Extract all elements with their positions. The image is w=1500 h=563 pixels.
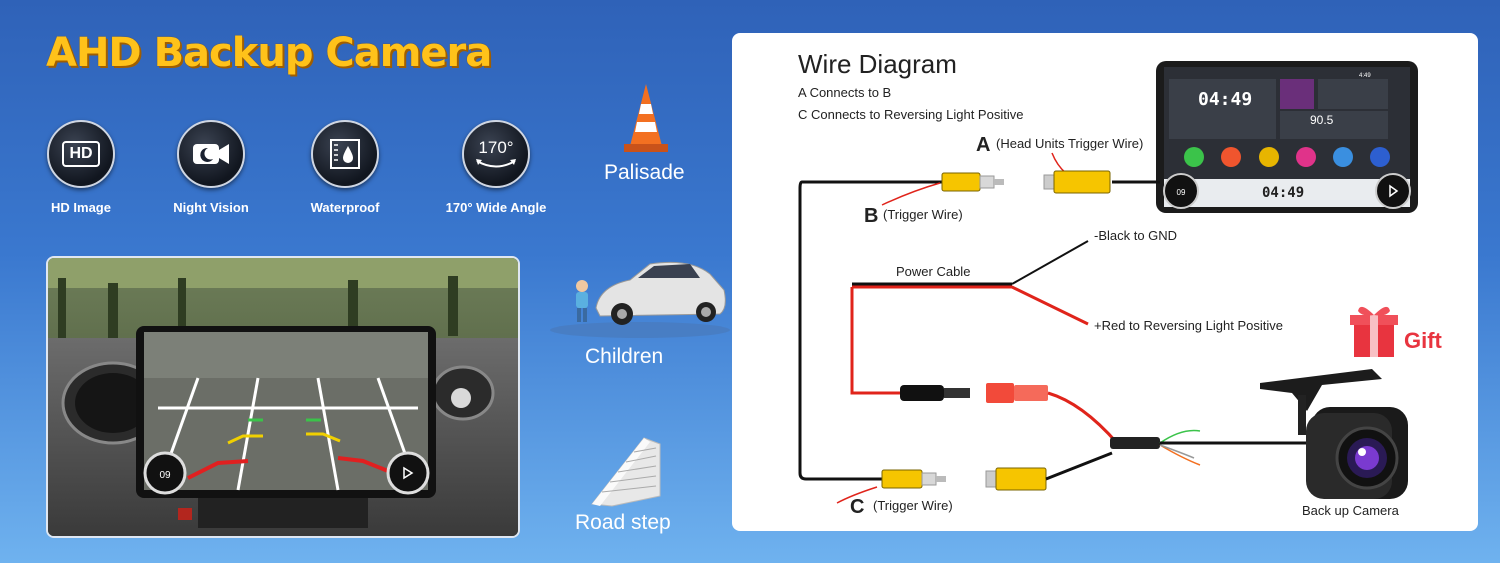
label-c-text: (Trigger Wire) xyxy=(873,498,953,513)
label-a-letter: A xyxy=(976,134,990,156)
gift-label: Gift xyxy=(1404,328,1443,353)
night-camera-icon xyxy=(177,120,245,188)
label-a-text: (Head Units Trigger Wire) xyxy=(996,136,1143,151)
feature-label: Waterproof xyxy=(310,200,380,215)
scenario-label: Palisade xyxy=(604,161,685,184)
feature-night-vision: Night Vision xyxy=(156,120,266,215)
dc-plug xyxy=(900,385,970,401)
diagram-title: Wire Diagram xyxy=(798,49,957,79)
feature-label: Night Vision xyxy=(173,200,249,215)
waterproof-icon xyxy=(311,120,379,188)
dock-time: 04:49 xyxy=(1262,185,1304,201)
label-b-letter: B xyxy=(864,205,878,227)
head-unit-time: 04:49 xyxy=(1198,89,1252,110)
head-unit-icon: 04:49 90.5 4:49 04:49 09 xyxy=(1156,61,1418,213)
hd-icon: HD xyxy=(47,120,115,188)
wire-diagram-panel: Wire Diagram A Connects to B C Connects … xyxy=(732,33,1478,531)
red-reverse-label: +Red to Reversing Light Positive xyxy=(1094,318,1283,333)
dc-socket-red xyxy=(986,383,1048,403)
traffic-cone-icon xyxy=(622,82,670,159)
camera-label: Back up Camera xyxy=(1302,503,1400,518)
power-cable-label: Power Cable xyxy=(896,264,970,279)
knob-label: 09 xyxy=(159,470,171,481)
backup-camera-icon xyxy=(1260,369,1408,499)
label-b-text: (Trigger Wire) xyxy=(883,207,963,222)
gift-icon xyxy=(1350,306,1398,357)
feature-wide-angle: 170° 170° Wide Angle xyxy=(441,120,551,215)
rca-connector-c xyxy=(881,469,946,489)
scenario-label: Road step xyxy=(575,511,671,534)
rca-connector-d xyxy=(985,467,1047,491)
rca-connector-b xyxy=(941,172,1004,192)
knob-label: 09 xyxy=(1177,188,1186,197)
diagram-note: C Connects to Reversing Light Positive xyxy=(798,107,1023,122)
black-gnd-label: -Black to GND xyxy=(1094,228,1177,243)
feature-label: 170° Wide Angle xyxy=(445,200,547,215)
feature-hd-image: HD HD Image xyxy=(26,120,136,215)
status-time: 4:49 xyxy=(1359,73,1371,79)
diagram-note: A Connects to B xyxy=(798,85,891,100)
feature-label: HD Image xyxy=(51,200,111,215)
feature-waterproof: Waterproof xyxy=(290,120,400,215)
label-c-letter: C xyxy=(850,496,864,518)
wide-angle-icon: 170° xyxy=(462,120,530,188)
radio-frequency: 90.5 xyxy=(1310,113,1334,127)
road-step-icon xyxy=(586,436,666,513)
car-dashboard-photo: 09 xyxy=(46,256,520,538)
scenario-label: Children xyxy=(585,345,664,368)
car-child-icon xyxy=(530,250,730,345)
page-title: AHD Backup Camera xyxy=(46,30,492,76)
rca-connector-a xyxy=(1043,170,1111,194)
